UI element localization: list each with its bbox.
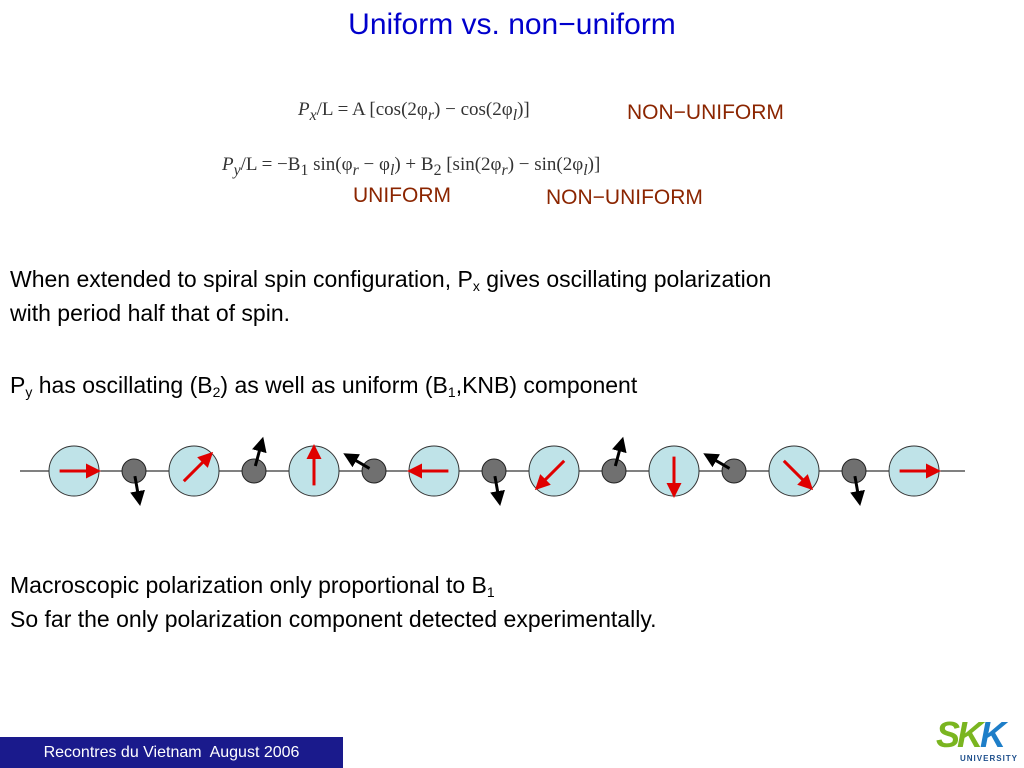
polarization-arrow-1 xyxy=(252,436,267,467)
oxygen-atom-3 xyxy=(481,458,507,484)
oxygen-atom-0 xyxy=(121,458,147,484)
py-component-paragraph: Py has oscillating (B2) as well as unifo… xyxy=(10,372,638,400)
polarization-arrow-4 xyxy=(612,436,627,467)
spin-arrow-1 xyxy=(182,451,214,483)
polarization-arrow-3 xyxy=(490,475,505,506)
oxygen-atom-1 xyxy=(241,458,267,484)
px-equation: Px/L = A [cos(2φr) − cos(2φl)] xyxy=(298,99,530,124)
polarization-arrow-6 xyxy=(850,475,865,506)
footer-conference-label: Recontres du Vietnam August 2006 xyxy=(0,737,343,768)
macroscopic-paragraph: Macroscopic polarization only proportion… xyxy=(10,572,657,632)
py-nonuniform-label: NON−UNIFORM xyxy=(546,186,703,209)
spiral-paragraph: When extended to spiral spin configurati… xyxy=(10,266,772,326)
spin-chain-diagram xyxy=(20,436,965,506)
logo-subtitle: UNIVERSITY xyxy=(960,754,1019,763)
py-uniform-label: UNIFORM xyxy=(353,184,451,207)
polarization-arrow-2 xyxy=(343,453,371,470)
polarization-arrow-0 xyxy=(130,475,145,506)
oxygen-atom-6 xyxy=(841,458,867,484)
skk-logo: SKK xyxy=(936,714,1006,755)
oxygen-atom-5 xyxy=(721,458,747,484)
oxygen-atom-2 xyxy=(361,458,387,484)
polarization-arrow-5 xyxy=(703,453,731,470)
spin-arrow-4 xyxy=(534,459,566,491)
slide-title: Uniform vs. non−uniform xyxy=(348,8,676,41)
py-equation: Py/L = −B1 sin(φr − φl) + B2 [sin(2φr) −… xyxy=(222,154,601,179)
oxygen-atom-4 xyxy=(601,458,627,484)
spin-arrow-6 xyxy=(782,459,814,491)
px-nonuniform-label: NON−UNIFORM xyxy=(627,101,784,124)
